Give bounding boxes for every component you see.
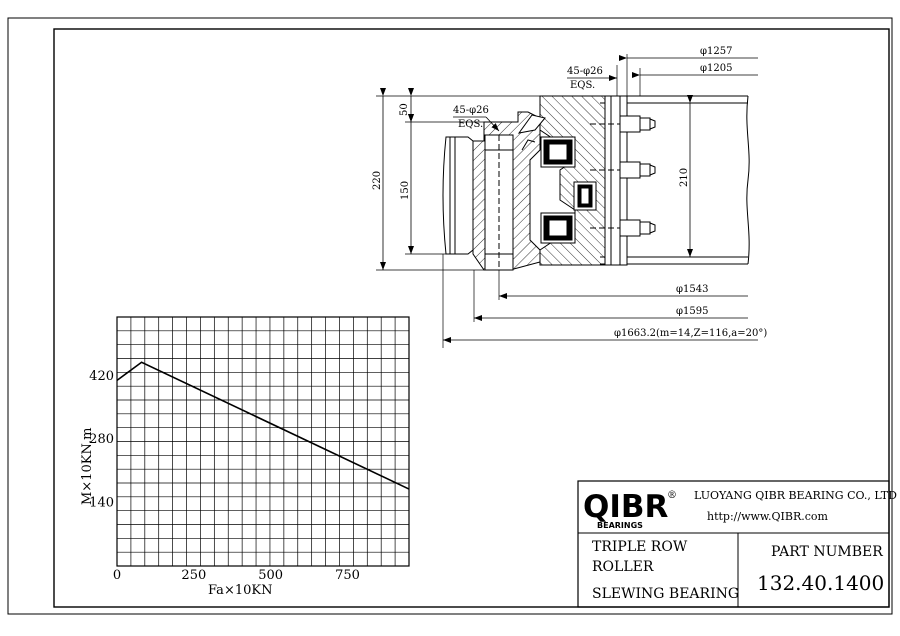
dim-220: 220	[372, 171, 383, 190]
chart-ylabel: M×10KN.m	[80, 428, 95, 505]
bolt-top	[590, 115, 656, 133]
dim-210: 210	[679, 168, 690, 187]
dim-holes-inner: 45-φ26	[453, 105, 489, 116]
description-line3: SLEWING BEARING	[592, 586, 739, 602]
dim-1257: φ1257	[700, 46, 732, 57]
load-chart: 0 250 500 750 140 280 420	[89, 316, 410, 583]
dim-holes-outer-eqs: EQS.	[570, 80, 595, 91]
bolt-mid	[590, 161, 656, 179]
x-tick-label: 500	[258, 568, 283, 583]
dim-holes-inner-eqs: EQS.	[458, 119, 483, 130]
dim-1543: φ1543	[676, 284, 708, 295]
load-curve	[116, 361, 410, 490]
company-name: LUOYANG QIBR BEARING CO., LTD	[694, 489, 897, 502]
dim-50: 50	[399, 103, 410, 116]
dim-holes-outer: 45-φ26	[567, 66, 603, 77]
bearing-section	[376, 54, 758, 348]
x-tick-label: 250	[181, 568, 206, 583]
y-tick-label: 420	[89, 369, 114, 384]
logo-text: QIBR	[583, 489, 669, 525]
inner-frame	[53, 28, 890, 608]
title-block	[577, 480, 890, 608]
company-website: http://www.QIBR.com	[707, 510, 829, 523]
x-tick-label: 0	[113, 568, 121, 583]
y-tick-label: 140	[89, 496, 114, 511]
part-number: 132.40.1400	[757, 571, 884, 595]
logo-sub: BEARINGS	[597, 521, 643, 530]
plot-frame	[116, 316, 410, 567]
gear-teeth	[442, 136, 474, 255]
dim-150: 150	[400, 181, 411, 200]
dim-1663: φ1663.2(m=14,Z=116,a=20°)	[614, 328, 767, 339]
chart-xlabel-rest: ×10KN	[224, 583, 273, 598]
registered-mark: ®	[667, 490, 677, 501]
x-tick-label: 750	[335, 568, 360, 583]
part-number-label: PART NUMBER	[771, 544, 883, 560]
y-tick-label: 280	[89, 432, 114, 447]
description-line1: TRIPLE ROW	[592, 539, 688, 555]
dim-1595: φ1595	[676, 306, 708, 317]
outer-frame	[7, 17, 893, 615]
chart-xlabel-main: Fa	[208, 583, 224, 598]
description-line2: ROLLER	[592, 559, 654, 575]
bolt-bottom	[590, 219, 656, 237]
dim-1205: φ1205	[700, 63, 732, 74]
